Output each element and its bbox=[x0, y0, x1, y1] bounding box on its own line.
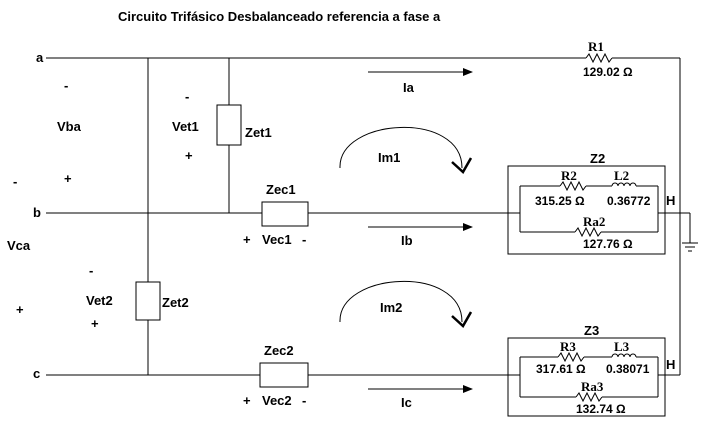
vca-label: Vca bbox=[7, 238, 31, 253]
r1-resistor-icon bbox=[585, 52, 613, 64]
z2-ra-name: Ra2 bbox=[583, 214, 605, 229]
vec1-minus-sign: - bbox=[302, 232, 306, 247]
node-b-label: b bbox=[33, 205, 41, 220]
z3-r-resistor-icon bbox=[557, 351, 585, 363]
z2-outer-box bbox=[507, 165, 666, 255]
z3-outer-box bbox=[507, 337, 666, 417]
mesh-1-arc-icon bbox=[339, 127, 463, 169]
diagram-title: Circuito Trifásico Desbalanceado referen… bbox=[118, 9, 441, 24]
vec1-plus-sign: + bbox=[243, 232, 251, 247]
z3-ra-value: 132.74 Ω bbox=[576, 402, 626, 416]
r1-name: R1 bbox=[588, 39, 604, 54]
z3-title: Z3 bbox=[584, 323, 599, 338]
z2-r-resistor-icon bbox=[559, 180, 587, 192]
z2-ra-resistor-icon bbox=[574, 226, 602, 238]
zet2-label: Zet2 bbox=[162, 295, 189, 310]
vet2-minus-sign: - bbox=[89, 263, 93, 278]
vca-minus-sign: - bbox=[13, 174, 17, 189]
vba-label: Vba bbox=[57, 119, 82, 134]
z2-title: Z2 bbox=[590, 151, 605, 166]
z2-load: Z2 R2 L2 315.25 Ω 0.36772 H Ra2 127.76 Ω bbox=[507, 151, 680, 255]
current-ic-label: Ic bbox=[401, 395, 412, 410]
vec2-label: Vec2 bbox=[262, 393, 292, 408]
node-a-label: a bbox=[36, 50, 44, 65]
vec1-label: Vec1 bbox=[262, 232, 292, 247]
z2-r-value: 315.25 Ω bbox=[535, 194, 585, 208]
mesh-1-arrowhead-icon bbox=[451, 157, 473, 174]
vet2-plus-sign: + bbox=[91, 316, 99, 331]
z3-l-name: L3 bbox=[614, 339, 630, 354]
mesh-1-label: Im1 bbox=[378, 150, 400, 165]
zec1-impedance bbox=[261, 201, 309, 227]
z2-r-name: R2 bbox=[561, 168, 577, 183]
vec2-plus-sign: + bbox=[243, 393, 251, 408]
current-ia-label: Ia bbox=[403, 80, 415, 95]
mesh-2-label: Im2 bbox=[380, 300, 402, 315]
z3-l-inductor-icon bbox=[611, 353, 637, 358]
zec2-impedance bbox=[259, 362, 309, 388]
current-ib-label: Ib bbox=[401, 233, 413, 248]
z3-r-value: 317.61 Ω bbox=[536, 362, 586, 376]
z3-r-name: R3 bbox=[560, 339, 576, 354]
z3-load: Z3 R3 L3 317.61 Ω 0.38071 H Ra3 132.74 Ω bbox=[507, 323, 675, 417]
zec2-label: Zec2 bbox=[264, 343, 294, 358]
vba-plus-sign: + bbox=[64, 171, 72, 186]
vec2-minus-sign: - bbox=[302, 393, 306, 408]
z2-l-value: 0.36772 bbox=[607, 194, 651, 208]
vet1-minus-sign: - bbox=[185, 89, 189, 104]
z2-ra-value: 127.76 Ω bbox=[583, 237, 633, 251]
zec1-label: Zec1 bbox=[266, 182, 296, 197]
vca-plus-sign: + bbox=[16, 302, 24, 317]
ground-icon bbox=[682, 242, 698, 252]
zet1-impedance bbox=[216, 104, 242, 146]
vba-minus-sign: - bbox=[64, 78, 68, 93]
z2-l-name: L2 bbox=[614, 168, 629, 183]
zet1-label: Zet1 bbox=[245, 125, 272, 140]
z2-l-inductor-icon bbox=[611, 182, 637, 187]
node-c-label: c bbox=[33, 366, 40, 381]
mesh-2-arc-icon bbox=[339, 281, 463, 323]
z3-ra-name: Ra3 bbox=[581, 379, 604, 394]
z3-l-value: 0.38071 bbox=[606, 362, 650, 376]
vet1-plus-sign: + bbox=[185, 148, 193, 163]
z2-l-unit: H bbox=[666, 193, 675, 208]
z3-l-unit: H bbox=[666, 357, 675, 372]
vet2-label: Vet2 bbox=[86, 293, 113, 308]
zet2-impedance bbox=[135, 281, 161, 321]
mesh-2-arrowhead-icon bbox=[451, 311, 473, 328]
r1-value: 129.02 Ω bbox=[583, 65, 633, 79]
vet1-label: Vet1 bbox=[172, 119, 199, 134]
z3-ra-resistor-icon bbox=[575, 391, 603, 403]
